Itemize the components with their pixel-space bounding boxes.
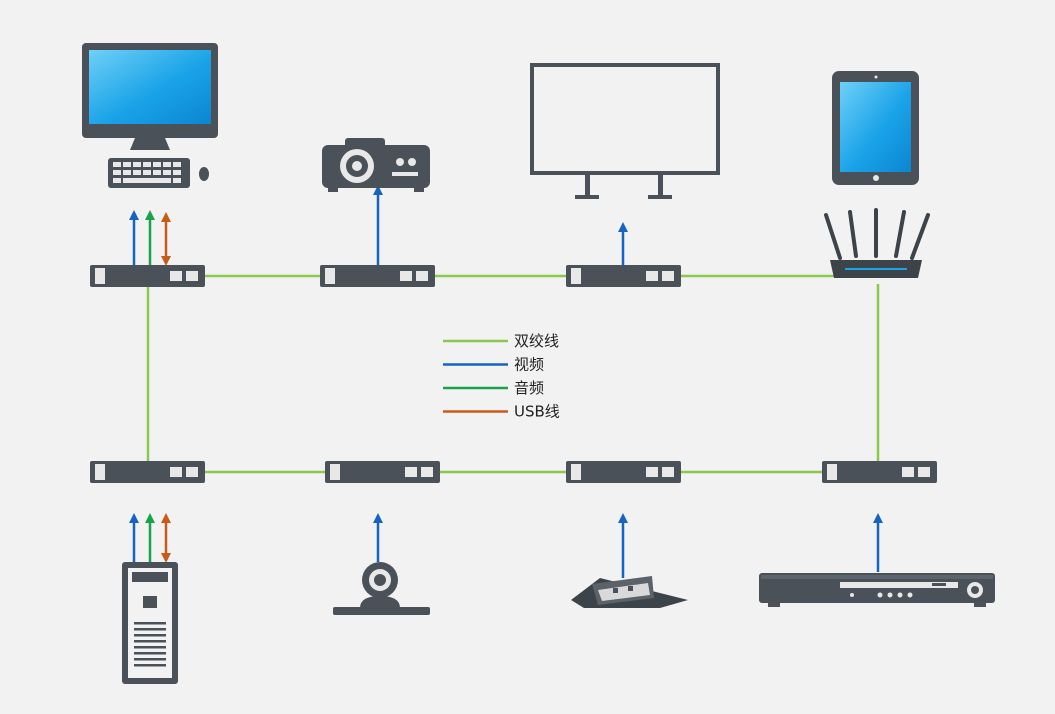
projector-icon <box>322 138 430 192</box>
extender-box-icon <box>320 265 435 287</box>
legend-item: 双绞线 <box>443 332 559 350</box>
extender-box-icon <box>90 265 205 287</box>
wifi-router-icon <box>824 208 930 278</box>
tablet-icon <box>832 71 919 185</box>
display-screen-icon <box>530 63 720 199</box>
extender-box-icon <box>566 461 681 483</box>
desktop-computer-icon <box>82 43 218 188</box>
extender-box-icon <box>90 461 205 483</box>
legend-label: 视频 <box>514 356 544 374</box>
legend-item: 音频 <box>443 379 544 397</box>
extender-box-icon <box>325 461 440 483</box>
floor-socket-box-icon <box>571 576 688 608</box>
signal-arrows <box>129 185 883 578</box>
extender-box-icon <box>566 265 681 287</box>
legend-label: USB线 <box>514 403 560 421</box>
legend-label: 音频 <box>514 379 544 397</box>
legend-item: USB线 <box>443 403 560 421</box>
extender-boxes <box>90 265 937 483</box>
legend-item: 视频 <box>443 356 544 374</box>
conference-camera-icon <box>333 562 430 615</box>
twisted-pair-lines <box>146 274 880 474</box>
legend-label: 双绞线 <box>514 332 559 350</box>
pc-tower-icon <box>122 562 178 684</box>
media-player-icon <box>759 573 995 607</box>
extender-box-icon <box>822 461 937 483</box>
